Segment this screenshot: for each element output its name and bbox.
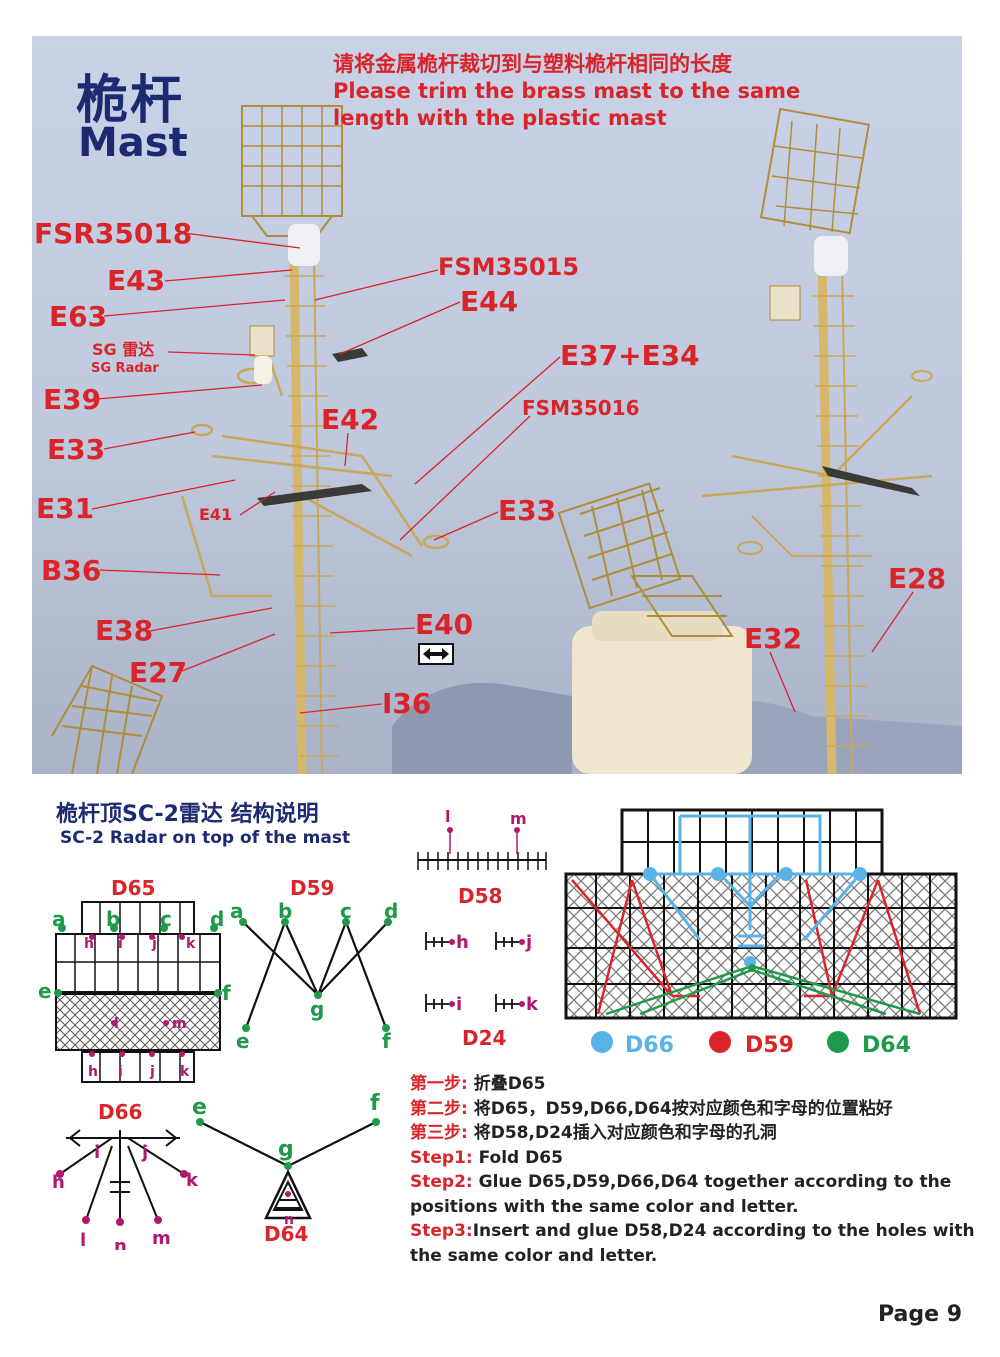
- svg-text:g: g: [310, 997, 324, 1021]
- callout-e41: E41: [199, 505, 233, 524]
- callout-fsm35015: FSM35015: [438, 253, 580, 281]
- callout-e37-e34: E37+E34: [560, 339, 700, 372]
- svg-text:a: a: [230, 899, 244, 923]
- label-d65: D65: [111, 876, 156, 900]
- svg-text:k: k: [186, 936, 196, 952]
- title-cn: 桅杆: [76, 71, 185, 131]
- trim-note-en-line1: Please trim the brass mast to the same: [333, 79, 801, 103]
- label-d58: D58: [458, 884, 503, 908]
- mast-photo-drawing: [51, 105, 962, 774]
- step3-cn: 第三步: 将D58,D24插入对应颜色和字母的孔洞: [410, 1123, 777, 1143]
- callout-e33-left: E33: [47, 433, 106, 466]
- callout-fsr35018: FSR35018: [34, 217, 193, 250]
- callout-e32: E32: [744, 622, 803, 655]
- legend-d64: D64: [862, 1033, 911, 1058]
- callout-e42: E42: [321, 403, 380, 436]
- step1-cn: 第一步: 折叠D65: [410, 1074, 546, 1094]
- svg-text:m: m: [152, 1228, 171, 1249]
- svg-text:a: a: [52, 907, 66, 931]
- svg-text:m: m: [172, 1016, 187, 1032]
- svg-text:i: i: [118, 1064, 123, 1080]
- svg-text:k: k: [180, 1064, 190, 1080]
- section-title-cn: 桅杆顶SC-2雷达 结构说明: [56, 802, 319, 827]
- svg-text:n: n: [114, 1236, 127, 1250]
- title-en: Mast: [78, 120, 188, 166]
- callout-i36: I36: [382, 687, 432, 720]
- step1-en: Step1: Fold D65: [410, 1147, 563, 1168]
- step3-en: Step3:Insert and glue D58,D24 according …: [410, 1221, 975, 1266]
- label-d64: D64: [264, 1222, 309, 1246]
- callout-e43: E43: [107, 264, 166, 297]
- double-arrow-icon: [418, 643, 454, 665]
- section-title-en: SC-2 Radar on top of the mast: [60, 828, 351, 848]
- callout-leader-lines: [91, 232, 914, 714]
- svg-text:c: c: [340, 899, 352, 923]
- legend-d66: D66: [625, 1033, 674, 1058]
- d58-diagram: [417, 830, 547, 870]
- legend-d59: D59: [745, 1033, 794, 1058]
- label-d66: D66: [98, 1100, 143, 1124]
- svg-text:f: f: [222, 981, 231, 1005]
- svg-text:e: e: [192, 1095, 207, 1120]
- step2-en: Step2: Glue D65,D59,D66,D64 together acc…: [410, 1172, 952, 1217]
- svg-text:m: m: [510, 809, 527, 828]
- callout-e33-right: E33: [498, 494, 557, 527]
- d64-diagram: e f g n: [192, 1091, 380, 1228]
- mast-photo: [32, 36, 962, 774]
- callout-e39: E39: [43, 383, 102, 416]
- d24-diagram: [425, 932, 522, 1012]
- callout-e63: E63: [49, 300, 108, 333]
- svg-text:j: j: [141, 1142, 148, 1163]
- svg-text:l: l: [114, 1016, 119, 1032]
- svg-text:l: l: [80, 1230, 86, 1250]
- callout-e31: E31: [36, 492, 95, 525]
- trim-note-en-line2: length with the plastic mast: [333, 106, 667, 130]
- svg-text:h: h: [84, 936, 94, 952]
- callout-e28: E28: [888, 562, 947, 595]
- d65-diagram: [55, 901, 221, 1083]
- label-d59: D59: [290, 876, 335, 900]
- callout-b36: B36: [41, 554, 102, 587]
- callout-e27: E27: [129, 656, 188, 689]
- svg-text:e: e: [38, 979, 52, 1003]
- svg-text:h: h: [52, 1172, 65, 1193]
- svg-text:i: i: [94, 1142, 100, 1163]
- callout-sg-radar-en: SG Radar: [91, 361, 159, 376]
- svg-text:k: k: [186, 1170, 199, 1191]
- svg-text:j: j: [149, 1064, 155, 1080]
- assembly-steps: 第一步: 折叠D65 第二步: 将D65，D59,D66,D64按对应颜色和字母…: [410, 1072, 980, 1268]
- callout-e40: E40: [415, 608, 474, 641]
- trim-note-cn: 请将金属桅杆裁切到与塑料桅杆相同的长度: [333, 52, 732, 76]
- callout-e44: E44: [460, 285, 519, 318]
- svg-text:b: b: [278, 899, 292, 923]
- svg-text:f: f: [370, 1091, 380, 1116]
- svg-text:n: n: [284, 1212, 294, 1228]
- callout-sg-radar-cn: SG 雷达: [92, 340, 155, 359]
- svg-text:d: d: [384, 899, 398, 923]
- assembled-radar-diagram: [564, 808, 958, 1020]
- svg-text:i: i: [456, 994, 462, 1015]
- svg-text:b: b: [106, 907, 120, 931]
- svg-text:g: g: [278, 1137, 294, 1162]
- step2-cn: 第二步: 将D65，D59,D66,D64按对应颜色和字母的位置粘好: [410, 1098, 893, 1119]
- callout-e38: E38: [95, 614, 154, 647]
- svg-text:f: f: [382, 1029, 391, 1053]
- svg-text:h: h: [456, 932, 469, 953]
- page-number: Page 9: [877, 1302, 962, 1327]
- svg-text:d: d: [210, 907, 224, 931]
- svg-text:j: j: [525, 932, 532, 953]
- svg-text:k: k: [526, 994, 539, 1015]
- svg-text:c: c: [160, 907, 172, 931]
- svg-text:j: j: [151, 936, 157, 952]
- svg-text:i: i: [118, 936, 123, 952]
- svg-text:l: l: [445, 807, 450, 826]
- label-d24: D24: [462, 1026, 507, 1050]
- svg-text:h: h: [88, 1064, 98, 1080]
- callout-fsm35016: FSM35016: [522, 396, 640, 420]
- d66-diagram: [59, 1129, 185, 1222]
- svg-text:e: e: [236, 1029, 250, 1053]
